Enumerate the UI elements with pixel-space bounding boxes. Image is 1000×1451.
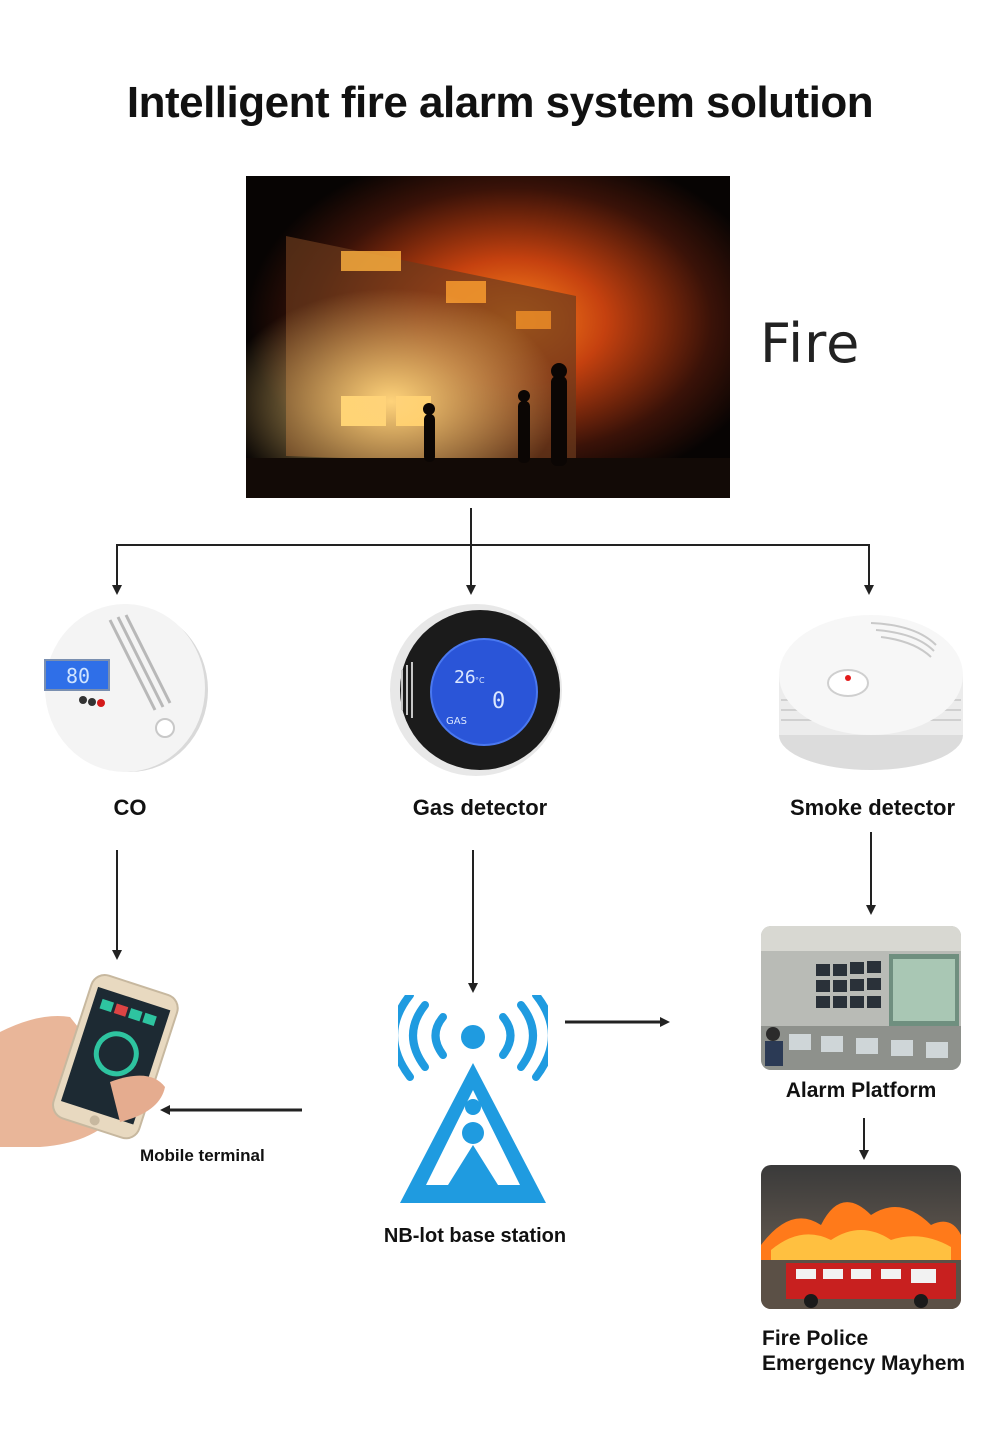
co-label: CO: [113, 795, 147, 820]
smoke-detector-label: Smoke detector: [789, 795, 956, 820]
fire-label: Fire: [760, 312, 861, 375]
mobile-terminal-label: Mobile terminal: [140, 1146, 265, 1165]
gas-temp-unit: °C: [475, 676, 485, 685]
fire-police-label: Fire Police Emergency Mayhem: [762, 1326, 992, 1376]
co-display-text: 80: [66, 664, 90, 688]
fire-police-photo: [761, 1165, 961, 1309]
gas-screen-label: GAS: [446, 716, 467, 727]
fire-police-label-line1: Fire Police: [762, 1327, 869, 1350]
base-station-icon: [398, 995, 548, 1210]
page-title: Intelligent fire alarm system solution: [126, 78, 874, 127]
alarm-platform-photo: [761, 926, 961, 1070]
alarm-platform-label: Alarm Platform: [785, 1079, 937, 1102]
gas-temp-text: 26: [454, 667, 476, 688]
base-station-label: NB-lot base station: [383, 1225, 567, 1247]
gas-detector-image: 26 °C 0 GAS: [388, 600, 568, 780]
smoke-detector-image: [776, 605, 966, 775]
gas-reading-text: 0: [492, 689, 505, 714]
gas-detector-label: Gas detector: [412, 795, 548, 820]
co-detector-image: 80: [40, 600, 210, 775]
fire-police-label-line2: Emergency Mayhem: [762, 1352, 966, 1375]
mobile-phone-image: [0, 972, 185, 1150]
fire-photo: [246, 176, 730, 498]
